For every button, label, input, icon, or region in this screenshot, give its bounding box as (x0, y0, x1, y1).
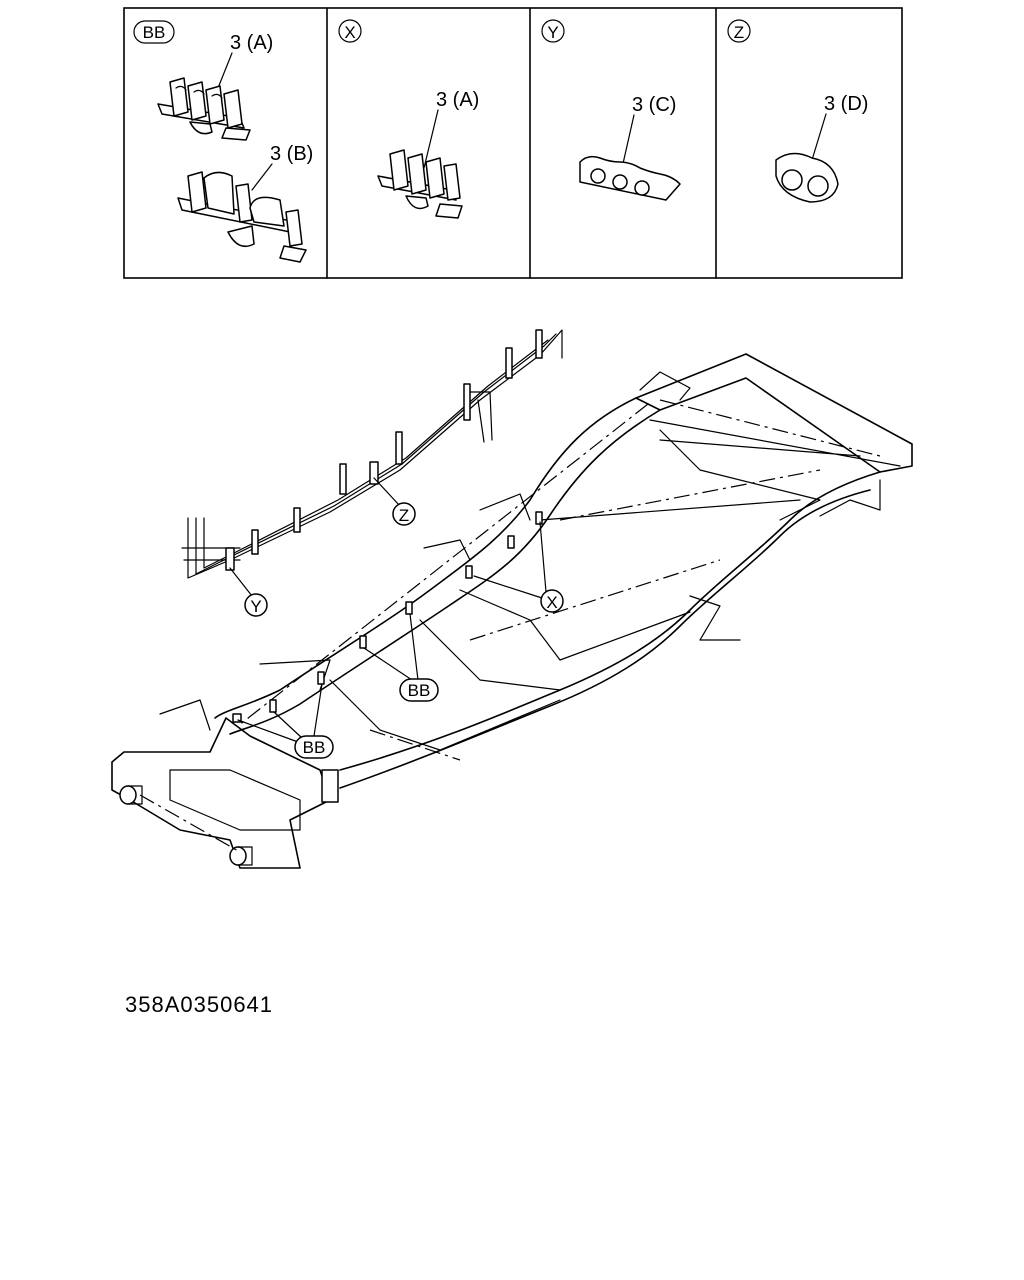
leader-lines (229, 477, 547, 743)
clip-3a-icon (157, 77, 251, 141)
main-callouts: Z Y X BB BB (244, 502, 564, 759)
clip-location-marks (232, 511, 543, 723)
callout-3b-bb: 3 (B) (270, 143, 313, 165)
clip-3c-icon (579, 155, 681, 201)
label-bb-lower: BB (303, 738, 326, 757)
panel-z-badge: Z (734, 23, 744, 42)
callout-3a-bb: 3 (A) (230, 32, 273, 54)
clip-3a-x-icon (377, 149, 463, 219)
brake-pipes (181, 329, 563, 579)
detail-panels: BB 3 (A) 3 (B) (123, 7, 903, 279)
panel-z: Z 3 (D) (727, 19, 868, 203)
chassis-frame-illustration (111, 353, 913, 869)
clip-3b-icon (177, 171, 307, 263)
panel-x: X 3 (A) (338, 19, 479, 219)
panel-y: Y 3 (C) (541, 19, 681, 201)
clip-3d-icon (775, 152, 839, 203)
label-bb-upper: BB (408, 681, 431, 700)
panel-y-badge: Y (547, 23, 558, 42)
label-y: Y (250, 597, 261, 616)
panel-bb: BB 3 (A) 3 (B) (133, 20, 313, 263)
label-z: Z (399, 506, 409, 525)
label-x: X (546, 593, 557, 612)
panel-x-badge: X (344, 23, 355, 42)
figure-code: 358A0350641 (125, 992, 274, 1017)
callout-3a-x: 3 (A) (436, 89, 479, 111)
panel-bb-badge: BB (143, 23, 166, 42)
callout-3d-z: 3 (D) (824, 93, 868, 115)
callout-3c-y: 3 (C) (632, 94, 676, 116)
